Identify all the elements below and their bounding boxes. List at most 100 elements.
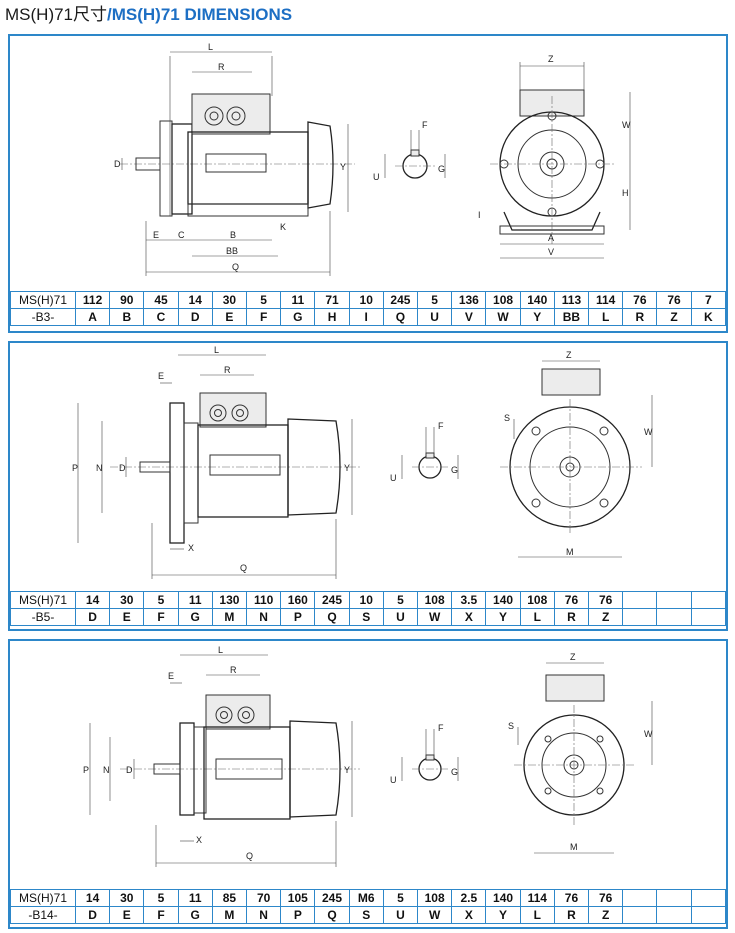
b3-value: 90	[109, 291, 145, 309]
b3-dim-label: K	[280, 222, 286, 232]
b14-value	[690, 889, 727, 907]
b5-code: F	[143, 608, 179, 626]
b14-code: U	[382, 906, 419, 924]
b3-dim-label: G	[438, 164, 445, 174]
b3-side-view: L R D Y E C B BB Q K	[114, 42, 355, 276]
b3-code: Y	[519, 308, 555, 326]
b14-code: Z	[588, 906, 624, 924]
b14-value: 11	[177, 889, 213, 907]
b14-dim-label: U	[390, 775, 397, 785]
b14-value: 85	[211, 889, 248, 907]
table-row: MS(H)71 112 90 45 14 30 5 11 71 10 245 5…	[10, 291, 727, 309]
b3-dim-label: A	[548, 233, 554, 243]
b3-dim-label: Q	[232, 262, 239, 272]
b3-code: B	[109, 308, 145, 326]
b5-value: 76	[588, 591, 624, 609]
b3-value: 5	[417, 291, 453, 309]
b3-code: V	[451, 308, 487, 326]
b5-code: E	[109, 608, 145, 626]
b3-front-view: Z W H I A V	[478, 54, 631, 259]
b14-code: D	[74, 906, 111, 924]
b14-code: F	[143, 906, 179, 924]
b5-code: U	[382, 608, 419, 626]
b3-dim-label: BB	[226, 246, 238, 256]
table-row: MS(H)71 14 30 5 11 130 110 160 245 10 5 …	[10, 591, 727, 609]
b14-code: E	[109, 906, 145, 924]
b5-value: 108	[519, 591, 555, 609]
b5-dim-label: S	[504, 413, 510, 423]
b14-value: 14	[74, 889, 111, 907]
b14-dim-label: D	[126, 765, 133, 775]
b3-code: A	[74, 308, 111, 326]
table-row: -B5- D E F G M N P Q S U W X Y L R Z	[10, 608, 727, 626]
b3-code: F	[246, 308, 282, 326]
b14-dim-label: M	[570, 842, 578, 852]
b3-dim-label: Z	[548, 54, 554, 64]
b5-code	[656, 608, 692, 626]
b3-dim-label: H	[622, 188, 629, 198]
b5-code	[622, 608, 658, 626]
b5-dim-label: D	[119, 463, 126, 473]
b5-value: 11	[177, 591, 213, 609]
b3-header-label: MS(H)71	[10, 291, 76, 309]
b5-drawing: L R E P N D Y X Q F U G	[10, 343, 726, 591]
b5-dim-label: P	[72, 463, 78, 473]
b3-code: U	[417, 308, 453, 326]
b14-code: Y	[485, 906, 521, 924]
b3-dim-label: L	[208, 42, 213, 52]
b14-value: 245	[314, 889, 350, 907]
b14-value: M6	[348, 889, 384, 907]
b3-code: E	[211, 308, 248, 326]
b14-dim-label: Y	[344, 765, 350, 775]
b3-code: C	[143, 308, 179, 326]
b14-dim-label: R	[230, 665, 237, 675]
b3-code: I	[348, 308, 384, 326]
b14-front-view: Z S W M	[508, 652, 653, 854]
b3-value: 5	[246, 291, 282, 309]
b5-dim-label: F	[438, 421, 444, 431]
b14-code: L	[519, 906, 555, 924]
b5-code: M	[211, 608, 248, 626]
b3-dim-label: Y	[340, 162, 346, 172]
b14-code: S	[348, 906, 384, 924]
b14-drawing: L R E P N D Y X Q F U G	[10, 641, 726, 889]
b5-code: X	[451, 608, 487, 626]
b3-code: Z	[656, 308, 692, 326]
b3-value: 45	[143, 291, 179, 309]
b3-code: L	[588, 308, 624, 326]
b14-dim-label: G	[451, 767, 458, 777]
table-row: -B3- A B C D E F G H I Q U V W Y BB L R …	[10, 308, 727, 326]
b14-dim-label: F	[438, 723, 444, 733]
b5-dim-label: Z	[566, 350, 572, 360]
b5-side-view: L R E P N D Y X Q	[72, 345, 360, 579]
b14-value: 70	[246, 889, 282, 907]
b5-dim-label: E	[158, 371, 164, 381]
b5-dim-label: G	[451, 465, 458, 475]
b5-dim-label: U	[390, 473, 397, 483]
b5-dim-label: Q	[240, 563, 247, 573]
b5-value: 5	[382, 591, 419, 609]
b3-dim-label: U	[373, 172, 380, 182]
b14-dim-label: P	[83, 765, 89, 775]
b5-dim-label: R	[224, 365, 231, 375]
b14-code: M	[211, 906, 248, 924]
b5-value: 3.5	[451, 591, 487, 609]
b14-code: R	[553, 906, 590, 924]
b5-dim-label: M	[566, 547, 574, 557]
b3-code: D	[177, 308, 213, 326]
b5-dim-label: N	[96, 463, 103, 473]
b14-code: X	[451, 906, 487, 924]
b3-dim-label: D	[114, 159, 121, 169]
b14-dim-label: W	[644, 729, 653, 739]
b14-type-label: -B14-	[10, 906, 76, 924]
b5-code: G	[177, 608, 213, 626]
title-prefix: MS(H)71尺寸	[5, 5, 108, 24]
b3-value: 140	[519, 291, 555, 309]
b14-dim-label: X	[196, 835, 202, 845]
b14-dim-label: L	[218, 645, 223, 655]
table-row: MS(H)71 14 30 5 11 85 70 105 245 M6 5 10…	[10, 889, 727, 907]
b3-value: 245	[382, 291, 419, 309]
b3-value: 30	[211, 291, 248, 309]
b14-value	[656, 889, 692, 907]
b5-dim-label: X	[188, 543, 194, 553]
